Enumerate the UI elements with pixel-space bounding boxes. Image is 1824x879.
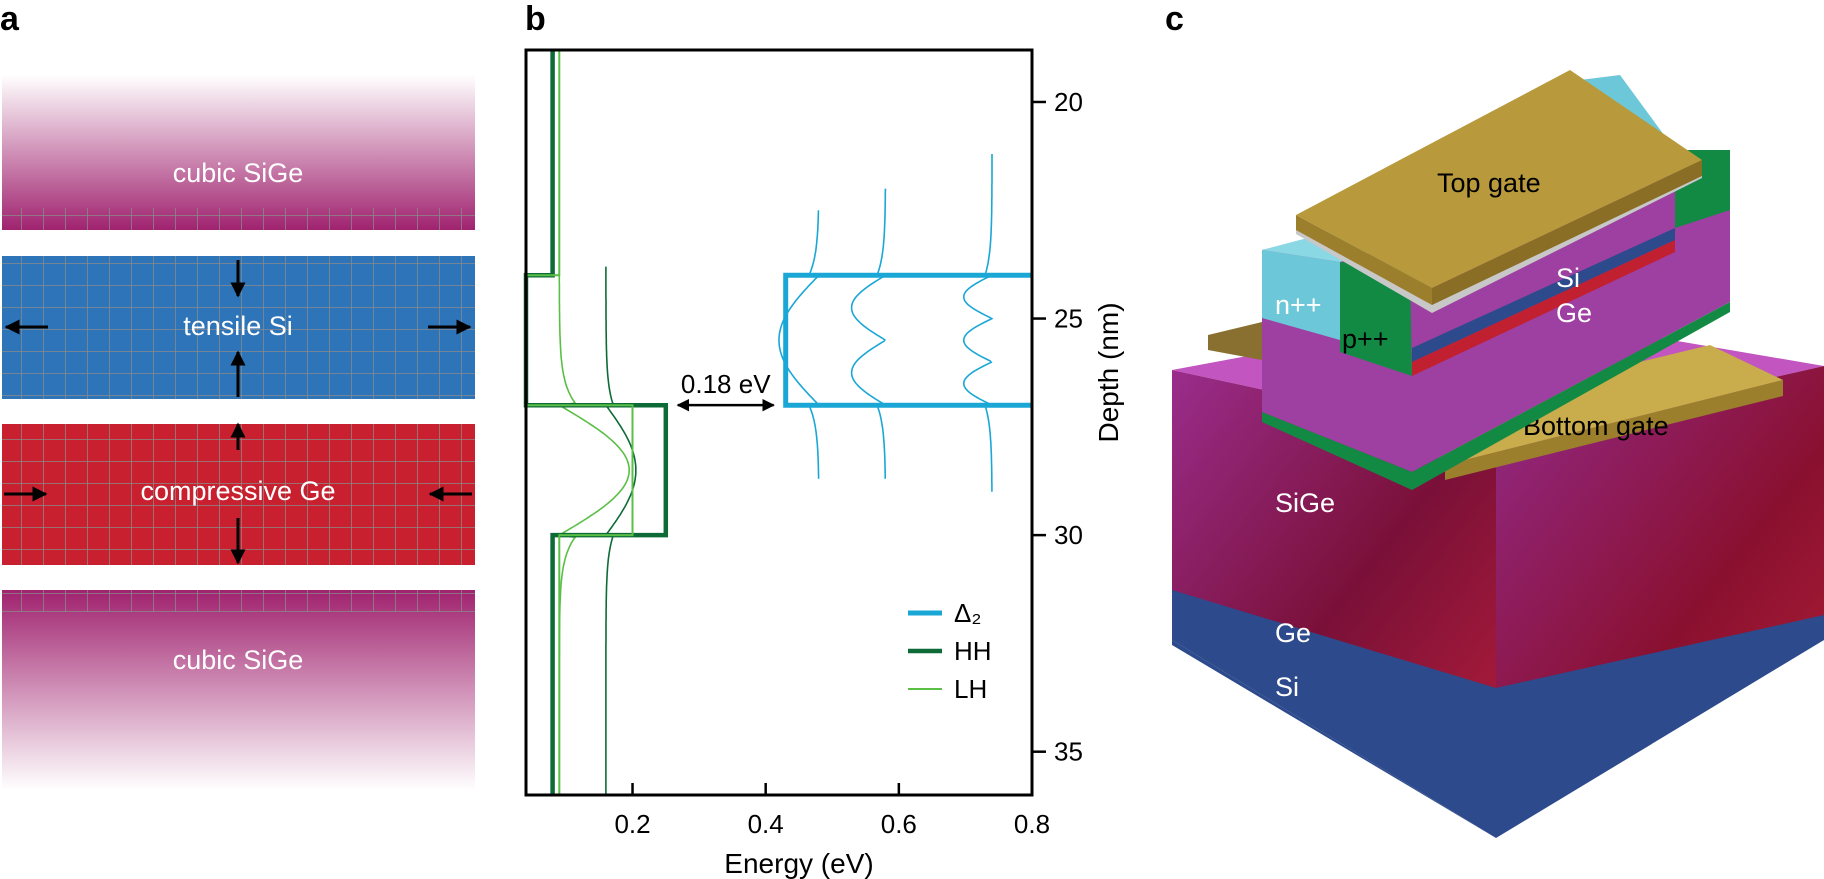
top-gate-stack: Top gate bbox=[1296, 70, 1702, 313]
gap-annotation: 0.18 eV bbox=[681, 369, 771, 399]
panel-b-label: b bbox=[525, 0, 546, 38]
mesa-bottom-stripe bbox=[1262, 412, 1412, 490]
ge-stripe bbox=[1412, 240, 1675, 376]
p-contact-label: p++ bbox=[1342, 324, 1389, 354]
panel-c: c SiGe Ge Si Bottom gate bbox=[1165, 0, 1824, 838]
top-gate-label: Top gate bbox=[1437, 168, 1541, 198]
wavefunction-5 bbox=[962, 154, 994, 492]
x-axis-label: Energy (eV) bbox=[724, 848, 873, 879]
si-layer-label: Si bbox=[1556, 263, 1580, 293]
legend-label: Δ₂ bbox=[954, 598, 981, 628]
bottom-sige-layer: cubic SiGe bbox=[2, 590, 475, 790]
panel-c-label: c bbox=[1165, 0, 1184, 38]
compressive-ge-label: compressive Ge bbox=[140, 476, 335, 506]
si-substrate-front bbox=[1172, 590, 1496, 838]
top-gate-front bbox=[1296, 215, 1432, 305]
wavefunction-4 bbox=[850, 188, 888, 479]
sige-substrate-label: SiGe bbox=[1275, 488, 1335, 518]
band- bbox=[783, 272, 1032, 408]
y-axis-label: Depth (nm) bbox=[1093, 302, 1124, 442]
legend-label: LH bbox=[954, 674, 987, 704]
compressive-ge-layer: compressive Ge bbox=[2, 422, 475, 565]
panel-a: a cubic SiGe tensile Si compressive Ge bbox=[0, 0, 475, 790]
bottom-sige-label: cubic SiGe bbox=[173, 645, 304, 675]
wavefunction-1 bbox=[604, 266, 637, 795]
y-tick-label: 30 bbox=[1054, 520, 1083, 550]
band-hh bbox=[523, 50, 669, 795]
bottom-gate-label: Bottom gate bbox=[1523, 411, 1669, 441]
si-substrate-label: Si bbox=[1275, 672, 1299, 702]
si-stripe bbox=[1412, 228, 1675, 362]
tensile-si-label: tensile Si bbox=[183, 311, 293, 341]
si-substrate-right bbox=[1496, 615, 1824, 838]
top-sige-label: cubic SiGe bbox=[173, 158, 304, 188]
ge-layer-label: Ge bbox=[1556, 298, 1592, 328]
n-contact-face bbox=[1262, 250, 1340, 340]
tensile-si-layer: tensile Si bbox=[2, 256, 475, 399]
panel-a-label: a bbox=[0, 0, 20, 38]
x-tick-label: 0.2 bbox=[614, 809, 650, 839]
plot-frame bbox=[524, 48, 1034, 797]
y-tick-label: 25 bbox=[1054, 304, 1083, 334]
x-tick-label: 0.6 bbox=[881, 809, 917, 839]
n-contact-label: n++ bbox=[1275, 290, 1322, 320]
x-tick-label: 0.8 bbox=[1014, 809, 1050, 839]
left-gate-sliver bbox=[1208, 322, 1262, 360]
legend-label: HH bbox=[954, 636, 992, 666]
ge-substrate-label: Ge bbox=[1275, 618, 1311, 648]
wavefunction-3 bbox=[778, 210, 821, 479]
y-tick-label: 35 bbox=[1054, 737, 1083, 767]
band-lh bbox=[525, 50, 634, 795]
y-tick-label: 20 bbox=[1054, 87, 1083, 117]
top-gate-top bbox=[1296, 70, 1702, 288]
top-gate-side bbox=[1432, 160, 1702, 305]
top-sige-layer: cubic SiGe bbox=[2, 75, 475, 230]
x-tick-label: 0.4 bbox=[748, 809, 784, 839]
